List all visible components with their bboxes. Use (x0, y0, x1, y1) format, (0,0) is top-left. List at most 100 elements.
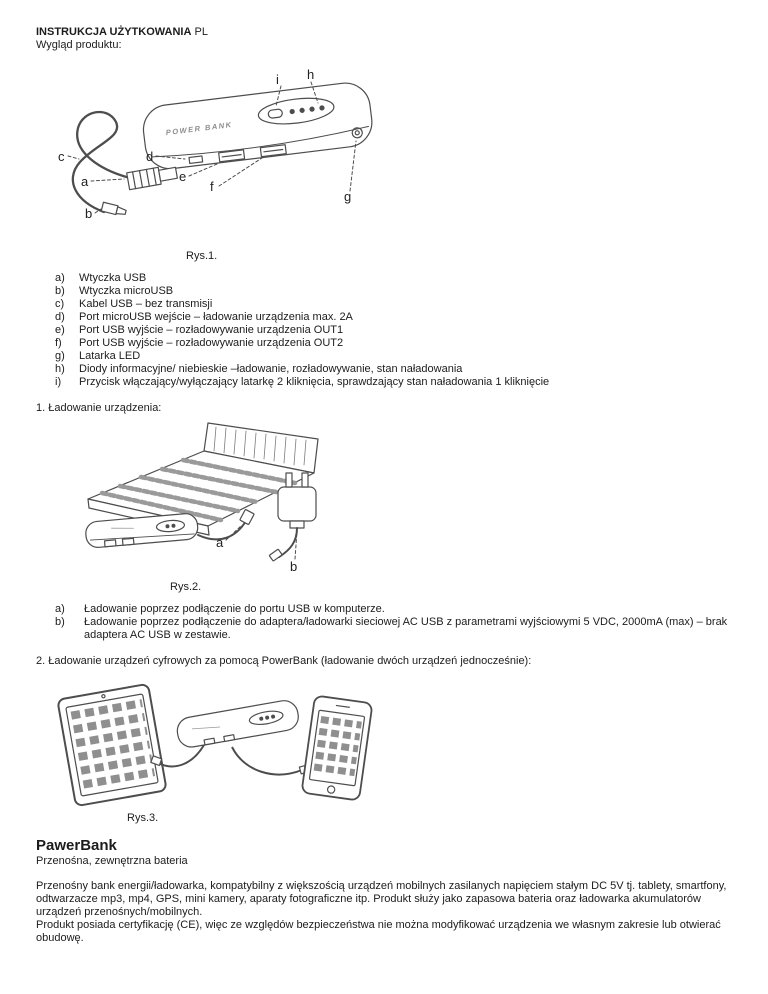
laptop (87, 422, 319, 536)
figure1-label-a: a (81, 174, 89, 189)
status-led (299, 107, 305, 113)
figure-3 (52, 673, 732, 808)
usb-port-out2 (259, 144, 287, 158)
flashlight-button (267, 108, 283, 119)
tablet (57, 683, 167, 807)
list-key: a) (55, 272, 65, 284)
usb-port-out2 (223, 734, 236, 742)
figure1-label-g: g (344, 189, 351, 204)
list-text: Port USB wyjście – rozładowywanie urządz… (79, 324, 344, 336)
list-item: g) Latarka LED (36, 350, 732, 363)
figure1-label-b: b (85, 206, 92, 221)
list-item: b)Wtyczka microUSB (36, 285, 732, 298)
figure3-caption: Rys.3. (127, 812, 159, 824)
figure1-label-c: c (58, 149, 65, 164)
cable-to-phone (231, 746, 303, 776)
figure2-labels: a b (216, 535, 297, 573)
adapter-usb-socket (289, 520, 305, 529)
figure1-drawing: POWER BANK (58, 67, 373, 221)
list-item: e) Port USB wyjście – rozładowywanie urzą… (36, 324, 732, 337)
figure2-caption: Rys.2. (170, 581, 202, 593)
led-panel (257, 97, 335, 125)
plug-prong (301, 472, 309, 488)
keyboard-keys (99, 457, 298, 523)
product-description: Przenośny bank energii/ładowarka, kompat… (36, 880, 727, 918)
document-page: INSTRUKCJA UŻYTKOWANIA PL Wygląd produkt… (36, 26, 732, 944)
list-item: h) Diody informacyjne/ niebieskie –ładowa… (36, 363, 732, 376)
document-title: INSTRUKCJA UŻYTKOWANIA PL (36, 26, 732, 39)
usb-port-out1 (103, 539, 117, 548)
phone-home-button (326, 785, 336, 794)
list-text: Ładowanie poprzez podłączenie do adapter… (84, 616, 728, 641)
list-key: c) (55, 298, 65, 310)
section2-heading: 2. Ładowanie urządzeń cyfrowych za pomoc… (36, 655, 532, 667)
product-tagline: Przenośna, zewnętrzna bateria (36, 855, 188, 867)
list-text: Wtyczka microUSB (79, 285, 174, 297)
list-item: f) Port USB wyjście – rozładowywanie urzą… (36, 337, 732, 350)
list-item: a) Wtyczka USB (36, 272, 732, 285)
plug-prong (285, 472, 293, 488)
ac-adapter (268, 472, 317, 562)
powerbank-device (85, 513, 199, 548)
list-text: Latarka LED (79, 350, 141, 362)
figure2-label-a: a (216, 535, 224, 550)
usb-port-out2 (121, 537, 135, 546)
list-key: f) (55, 337, 62, 349)
status-led (319, 105, 325, 111)
phone-speaker (335, 704, 350, 708)
list-key: a) (55, 603, 65, 615)
powerbank-device (176, 700, 299, 748)
figure2-label-b: b (290, 559, 297, 573)
figure1-label-d: d (146, 149, 153, 164)
list-key: h) (55, 363, 65, 375)
figure1-caption: Rys.1. (186, 250, 218, 262)
tablet-connector (150, 755, 163, 767)
list-item: c)Kabel USB – bez transmisji (36, 298, 732, 311)
usb-connector (239, 509, 255, 525)
list-text: Ładowanie poprzez podłączenie do portu U… (84, 603, 385, 615)
list-key: e) (55, 324, 65, 336)
list-item: b) Ładowanie poprzez podłączenie do adapt… (36, 616, 732, 642)
figure1-label-i: i (276, 72, 279, 87)
microusb-port (188, 155, 204, 165)
powerbank-device: POWER BANK (142, 82, 373, 170)
figure1-label-e: e (179, 169, 186, 184)
tablet-camera (101, 694, 106, 699)
phone-app-grid (313, 716, 362, 777)
list-text: Diody informacyjne/ niebieskie –ładowani… (79, 363, 463, 375)
charging-options-list: a) Ładowanie poprzez podłączenie do portu… (36, 603, 732, 642)
figure1-leader-lines (67, 81, 357, 214)
figure3-drawing (57, 683, 373, 807)
list-key: g) (55, 350, 65, 362)
list-text: Port USB wyjście – rozładowywanie urządz… (79, 337, 344, 349)
figure-2: a b (68, 421, 732, 573)
list-text: Port microUSB wejście – ładowanie urządz… (79, 311, 353, 323)
list-key: b) (55, 616, 65, 628)
list-item: a) Ładowanie poprzez podłączenie do portu… (36, 603, 732, 616)
document-subtitle: Wygląd produktu: (36, 39, 122, 51)
usb-port-out1 (218, 149, 246, 163)
usb-cable (197, 520, 247, 541)
status-led (289, 108, 295, 115)
list-key: d) (55, 311, 65, 323)
list-item: i)Przycisk włączający/wyłączający latark… (36, 376, 732, 389)
tablet-app-grid (70, 699, 156, 789)
usb-plug (126, 166, 178, 191)
figure1-label-h: h (307, 67, 314, 82)
document-title-main: INSTRUKCJA UŻYTKOWANIA (36, 26, 192, 38)
product-name: PawerBank (36, 837, 117, 854)
parts-list: a) Wtyczka USB b)Wtyczka microUSB c)Kabel… (36, 272, 732, 389)
microusb-plug (100, 201, 127, 216)
product-safety-note: Produkt posiada certyfikację (CE), więc … (36, 919, 721, 944)
smartphone (301, 695, 373, 801)
section1-heading: 1. Ładowanie urządzenia: (36, 402, 162, 414)
flashlight-led (351, 127, 363, 139)
cable-to-tablet (157, 744, 205, 768)
list-item: d) Port microUSB wejście – ładowanie urzą… (36, 311, 732, 324)
document-title-lang: PL (191, 26, 208, 38)
list-text: Wtyczka USB (79, 272, 147, 284)
figure1-label-f: f (210, 179, 214, 194)
list-text: Przycisk włączający/wyłączający latarkę … (79, 376, 550, 388)
figure-1: POWER BANK (38, 60, 732, 250)
figure1-labels: i h c a b d e f g (58, 67, 351, 221)
